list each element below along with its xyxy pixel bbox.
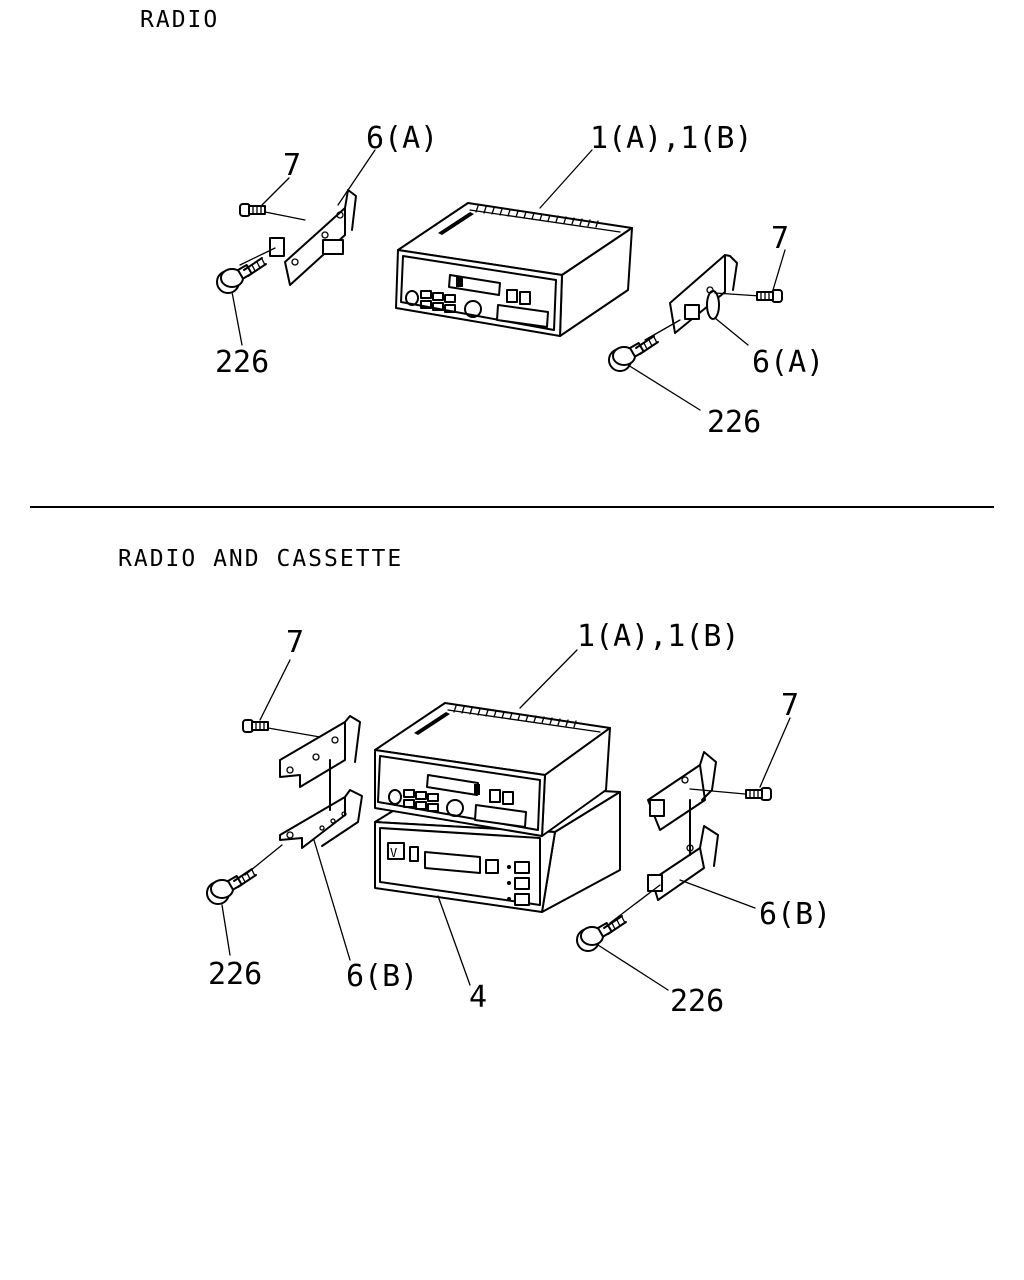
callout-bracket-right: 6(B) [759, 897, 831, 932]
callout-leaders [231, 149, 786, 411]
section-title-radio: RADIO [140, 7, 219, 33]
callout-bolt-right: 226 [707, 405, 761, 440]
screw-icon [745, 787, 772, 801]
leader-line [644, 319, 681, 341]
leader-line [714, 292, 761, 297]
bolt-icon [608, 335, 659, 372]
radio-unit-icon [374, 702, 611, 837]
bolt-icon [576, 915, 627, 952]
bracket-icon [647, 751, 719, 901]
screw-icon [756, 289, 783, 303]
callout-bolt-right: 226 [670, 984, 724, 1019]
leader-line [267, 727, 321, 738]
callout-bracket-left: 6(A) [366, 121, 438, 156]
callout-screw-right: 7 [771, 221, 789, 256]
radio-unit-icon [395, 202, 633, 337]
callout-cassette: 4 [469, 980, 487, 1015]
callout-bolt-left: 226 [208, 957, 262, 992]
leader-line [264, 211, 306, 221]
callout-unit: 1(A),1(B) [590, 121, 753, 156]
bolt-icon [206, 868, 257, 905]
callout-leaders [221, 649, 791, 991]
leader-line [609, 884, 661, 924]
bracket-icon [269, 189, 357, 286]
bolt-icon [216, 257, 267, 294]
leader-line [239, 247, 276, 266]
callout-screw-left: 7 [286, 625, 304, 660]
bracket-icon [669, 254, 738, 334]
callout-bracket-right: 6(A) [752, 345, 824, 380]
section-title-radio-cassette: RADIO AND CASSETTE [118, 546, 403, 572]
callout-screw-left: 7 [283, 148, 301, 183]
screw-icon [239, 203, 266, 217]
svg-text:V: V [390, 846, 397, 860]
bracket-icon [279, 715, 363, 849]
callout-bracket-left: 6(B) [346, 959, 418, 994]
callout-screw-right: 7 [781, 688, 799, 723]
leader-line [689, 788, 746, 795]
screw-icon [242, 719, 269, 733]
callout-unit: 1(A),1(B) [577, 619, 740, 654]
callout-bolt-left: 226 [215, 345, 269, 380]
